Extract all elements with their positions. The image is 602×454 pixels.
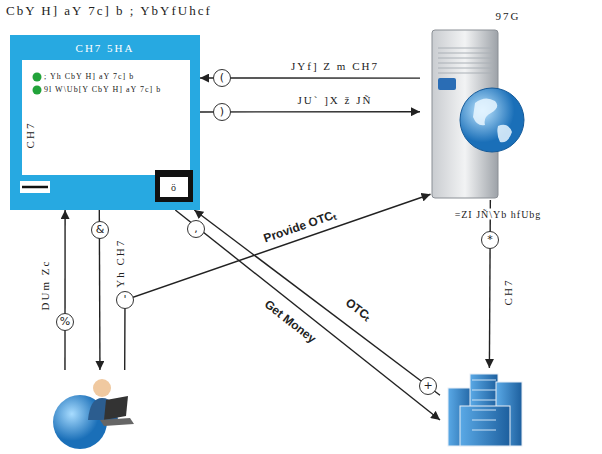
bank-node xyxy=(440,368,535,448)
building xyxy=(460,406,510,446)
menu-item: ; Yh CbY H] aY 7c] b xyxy=(44,73,134,82)
server-label: 97G xyxy=(496,10,521,22)
flow-arrow xyxy=(194,210,440,395)
edge-label: OTCₜ xyxy=(341,295,375,325)
vent-line xyxy=(438,48,492,49)
vent-line xyxy=(438,58,492,59)
callout-number: & xyxy=(91,221,109,239)
callout-number: + xyxy=(419,377,437,395)
window-row xyxy=(472,380,496,381)
flow-arrow xyxy=(125,194,431,370)
user-node xyxy=(40,370,150,450)
window-row xyxy=(472,420,496,421)
callout-number: ' xyxy=(116,291,134,309)
window-row xyxy=(472,410,496,411)
node-illustration xyxy=(440,368,535,448)
edge-label: DUm Zc xyxy=(39,258,51,313)
callout-number: * xyxy=(481,231,499,249)
menu-dot xyxy=(33,86,42,95)
vent-line xyxy=(438,63,492,64)
keypad-frame xyxy=(155,170,193,202)
card-slot xyxy=(20,181,50,193)
edge-label: Get Money xyxy=(260,297,320,348)
laptop xyxy=(104,396,128,420)
slot-line xyxy=(22,186,48,189)
callout-number: ) xyxy=(213,103,231,121)
laptop-base xyxy=(100,418,134,426)
edge-label: Provide OTCₜ xyxy=(260,208,340,246)
menu-dot xyxy=(33,73,42,82)
window-row xyxy=(472,390,496,391)
keypad-window xyxy=(160,177,188,197)
diagram-title: CbY H] aY 7c] b ; YbYfUhcf xyxy=(6,4,212,18)
wifi-badge xyxy=(438,78,456,90)
flow-arrow xyxy=(200,77,420,78)
edge-label: CH7 xyxy=(502,277,514,308)
flow-arrow xyxy=(64,210,66,370)
person-head xyxy=(93,379,111,397)
window-row xyxy=(472,400,496,401)
flow-arrow xyxy=(175,210,440,420)
vent-line xyxy=(438,53,492,54)
side-label: CH7 xyxy=(24,122,36,149)
server-node: 97G xyxy=(420,8,525,200)
callout-number: % xyxy=(56,313,74,331)
node-illustration xyxy=(40,370,150,450)
screen-panel xyxy=(22,60,190,175)
edge-label: JYf] Z m CH7 xyxy=(289,60,381,72)
flow-arrow xyxy=(200,111,420,113)
continents xyxy=(473,98,512,142)
vent-line xyxy=(438,68,492,69)
edge-label: JU` ]X ž JÑ xyxy=(296,94,375,106)
callout-number: ( xyxy=(213,69,231,87)
edge-label: ; Yh CH7 xyxy=(114,237,126,299)
globe xyxy=(460,88,524,152)
flow-arrow xyxy=(489,200,491,368)
atm-title: CH7 5HA xyxy=(76,42,135,54)
menu-item: 9l W\Ub[Y CbY H] aY 7c] b xyxy=(44,86,161,95)
window-row xyxy=(472,430,496,431)
key-symbol: ö xyxy=(169,182,179,193)
vent-line xyxy=(438,73,492,74)
note-label: =ZI JÑ\Yb hfUbg xyxy=(453,209,544,220)
node-illustration xyxy=(420,8,525,200)
callout-number: , xyxy=(187,220,205,238)
